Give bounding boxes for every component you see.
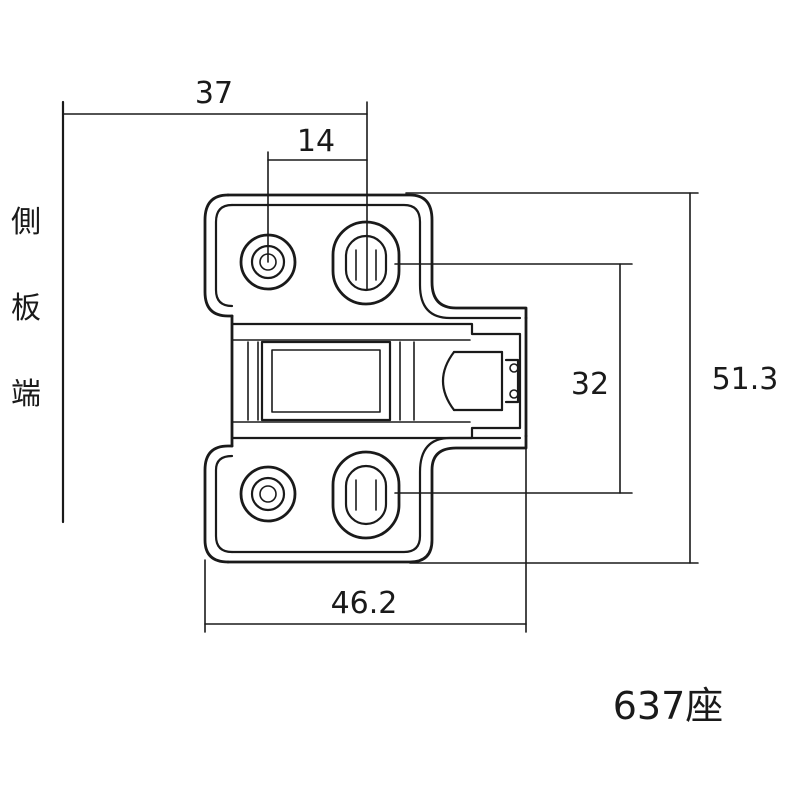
dimension-46-2: 46.2: [204, 439, 527, 633]
dimension-32-label: 32: [571, 367, 609, 402]
side-label-char-1: 側: [11, 205, 41, 240]
dimension-32: 32: [394, 263, 633, 494]
top-round-hole: [239, 233, 297, 291]
dimension-14: 14: [267, 124, 368, 263]
dimension-37-label: 37: [195, 76, 233, 111]
bottom-round-hole: [239, 465, 297, 523]
dimension-14-label: 14: [297, 124, 335, 159]
side-label-char-3: 端: [11, 377, 41, 412]
hinge-plate: [203, 193, 528, 564]
side-label: 側 板 端: [11, 205, 41, 412]
bottom-slot-hole: [331, 450, 401, 540]
dimension-51-3: 51.3: [405, 192, 779, 564]
dimension-51-3-label: 51.3: [712, 362, 779, 397]
model-label: 637座: [613, 684, 724, 728]
side-label-char-2: 板: [11, 291, 41, 326]
dimension-46-2-label: 46.2: [331, 586, 398, 621]
top-slot-hole: [331, 220, 401, 306]
